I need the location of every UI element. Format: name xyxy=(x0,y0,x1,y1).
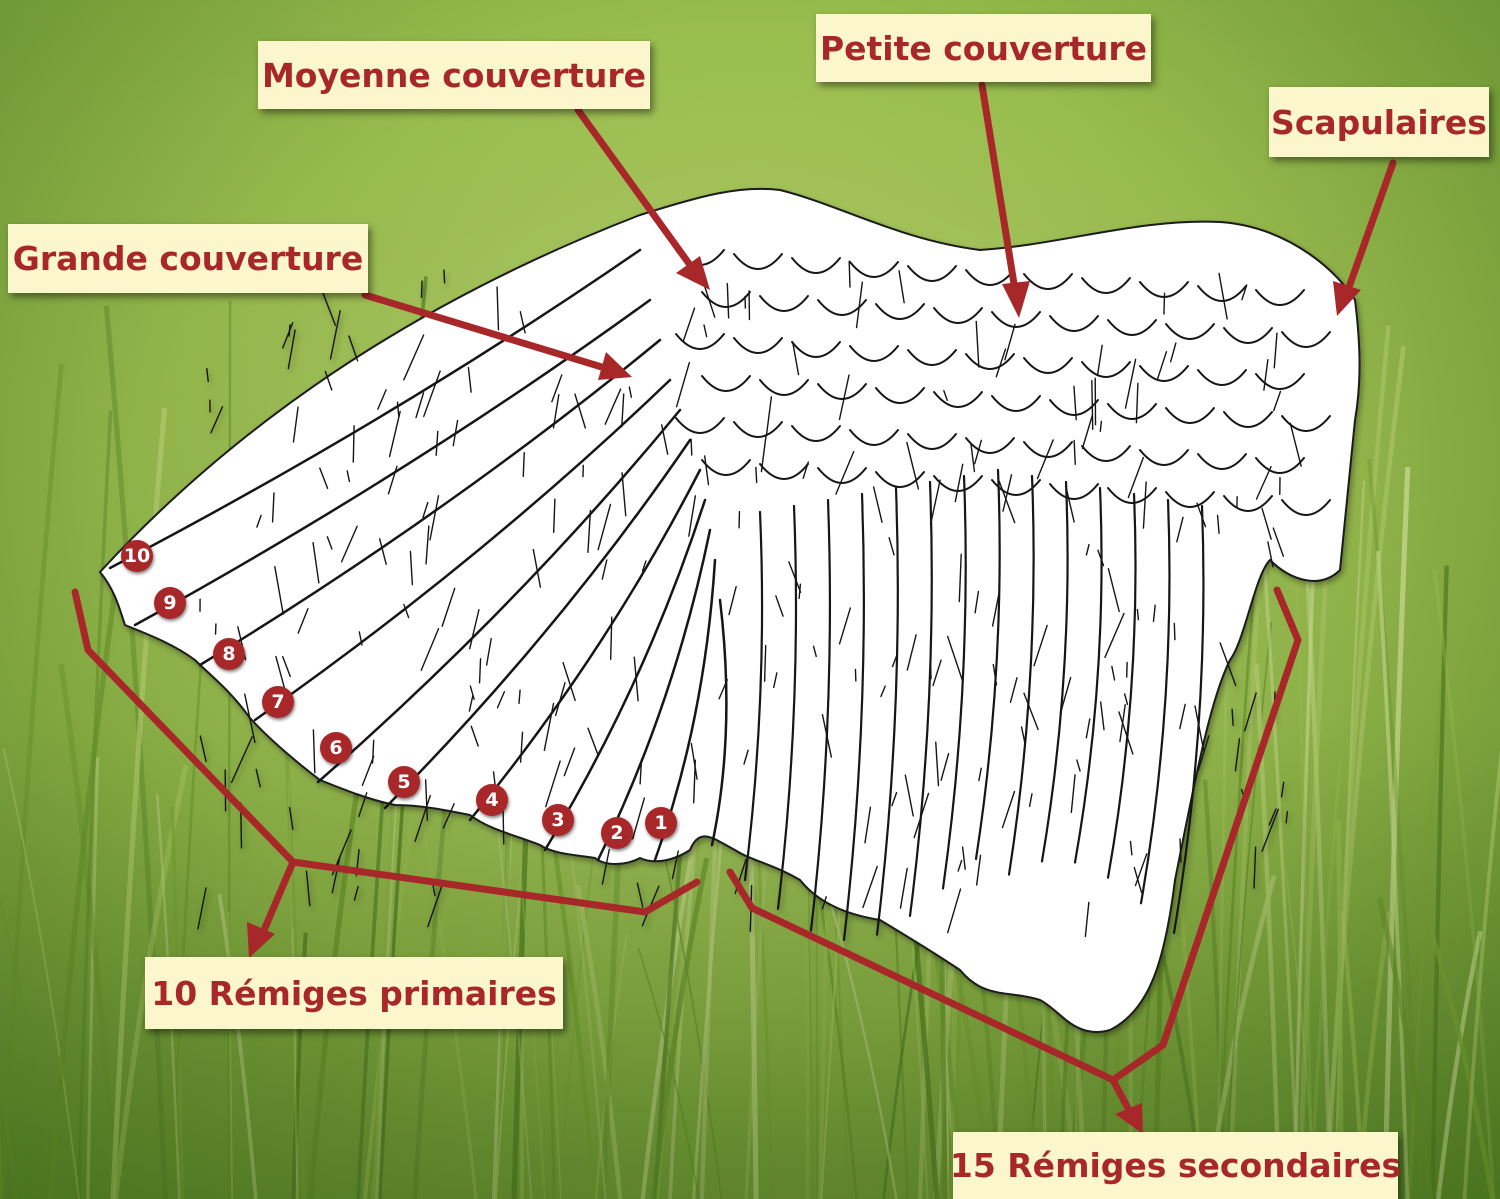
label-petite-couverture: Petite couverture xyxy=(816,14,1151,82)
feather-line xyxy=(503,810,504,844)
primary-number-6: 6 xyxy=(320,732,352,764)
primary-number-7: 7 xyxy=(262,686,294,718)
primary-number-3: 3 xyxy=(542,804,574,836)
primary-number-2: 2 xyxy=(601,817,633,849)
feather-line xyxy=(849,261,850,287)
primary-number-10: 10 xyxy=(121,540,153,572)
feather-line xyxy=(1174,623,1175,639)
feather-line xyxy=(1137,610,1138,620)
feather-line xyxy=(480,659,481,683)
label-grande-couverture: Grande couverture xyxy=(8,224,368,293)
primary-number-1: 1 xyxy=(645,807,677,839)
label-remiges-secondaires: 15 Rémiges secondaires xyxy=(953,1132,1398,1199)
primary-number-8: 8 xyxy=(213,638,245,670)
feather-line xyxy=(1232,709,1233,725)
feather-line xyxy=(1164,293,1165,314)
label-remiges-primaires: 10 Rémiges primaires xyxy=(145,957,563,1029)
feather-line xyxy=(1092,381,1093,430)
feather-line xyxy=(756,467,757,482)
primary-number-5: 5 xyxy=(388,766,420,798)
feather-line xyxy=(444,270,445,283)
label-scapulaires: Scapulaires xyxy=(1269,87,1489,157)
primary-number-4: 4 xyxy=(476,784,508,816)
feather-line xyxy=(930,656,931,679)
feather-line xyxy=(523,453,524,477)
feather-line xyxy=(421,281,422,297)
primary-number-9: 9 xyxy=(154,587,186,619)
feather-line xyxy=(1180,839,1181,862)
label-moyenne-couverture: Moyenne couverture xyxy=(258,41,650,109)
feather-line xyxy=(691,439,692,455)
feather-line xyxy=(353,426,354,462)
